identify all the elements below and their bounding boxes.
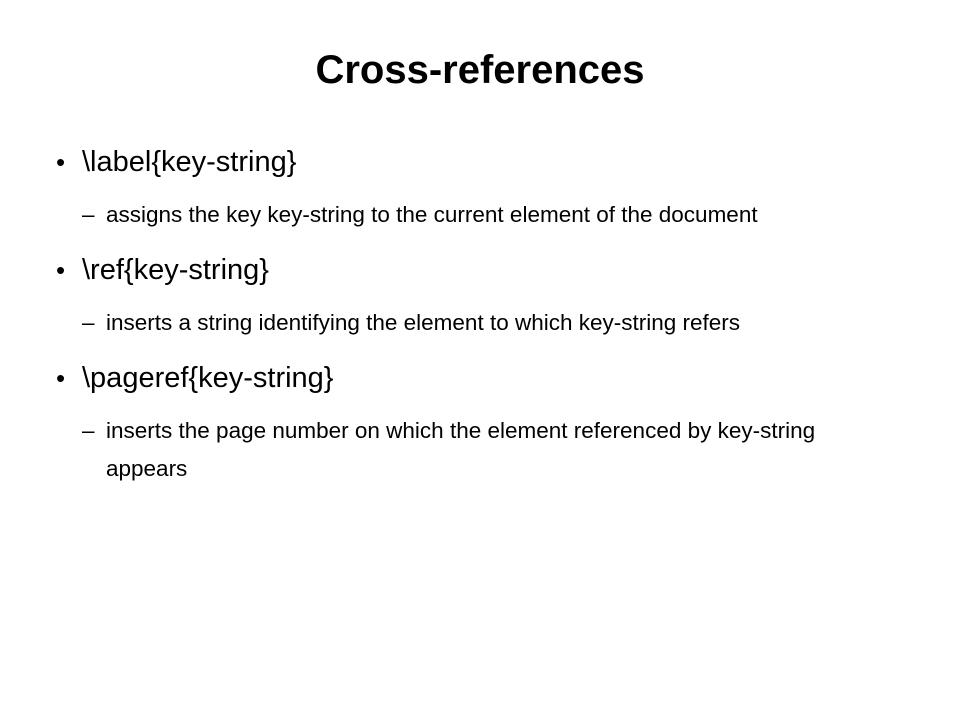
bullet-text: \ref{key-string}	[82, 254, 269, 286]
dash-icon: –	[82, 418, 95, 443]
slide-content: • \label{key-string} – assigns the key k…	[56, 140, 916, 488]
sub-item-pageref-description: – inserts the page number on which the e…	[56, 412, 916, 488]
bullet-icon: •	[56, 147, 66, 177]
sub-item-text: inserts the page number on which the ele…	[106, 418, 816, 481]
slide-title: Cross-references	[315, 48, 645, 92]
bullet-icon: •	[56, 255, 66, 285]
sub-item-label-description: – assigns the key key-string to the curr…	[56, 196, 916, 234]
bullet-item-ref: • \ref{key-string}	[56, 252, 916, 288]
bullet-item-pageref: • \pageref{key-string}	[56, 360, 916, 396]
dash-icon: –	[82, 310, 95, 335]
sub-item-ref-description: – inserts a string identifying the eleme…	[56, 304, 916, 342]
sub-item-text: assigns the key key-string to the curren…	[106, 202, 758, 227]
bullet-text: \label{key-string}	[82, 146, 297, 178]
sub-item-text: inserts a string identifying the element…	[106, 310, 741, 335]
bullet-text: \pageref{key-string}	[82, 362, 334, 394]
bullet-icon: •	[56, 363, 66, 393]
dash-icon: –	[82, 202, 95, 227]
bullet-item-label: • \label{key-string}	[56, 144, 916, 180]
